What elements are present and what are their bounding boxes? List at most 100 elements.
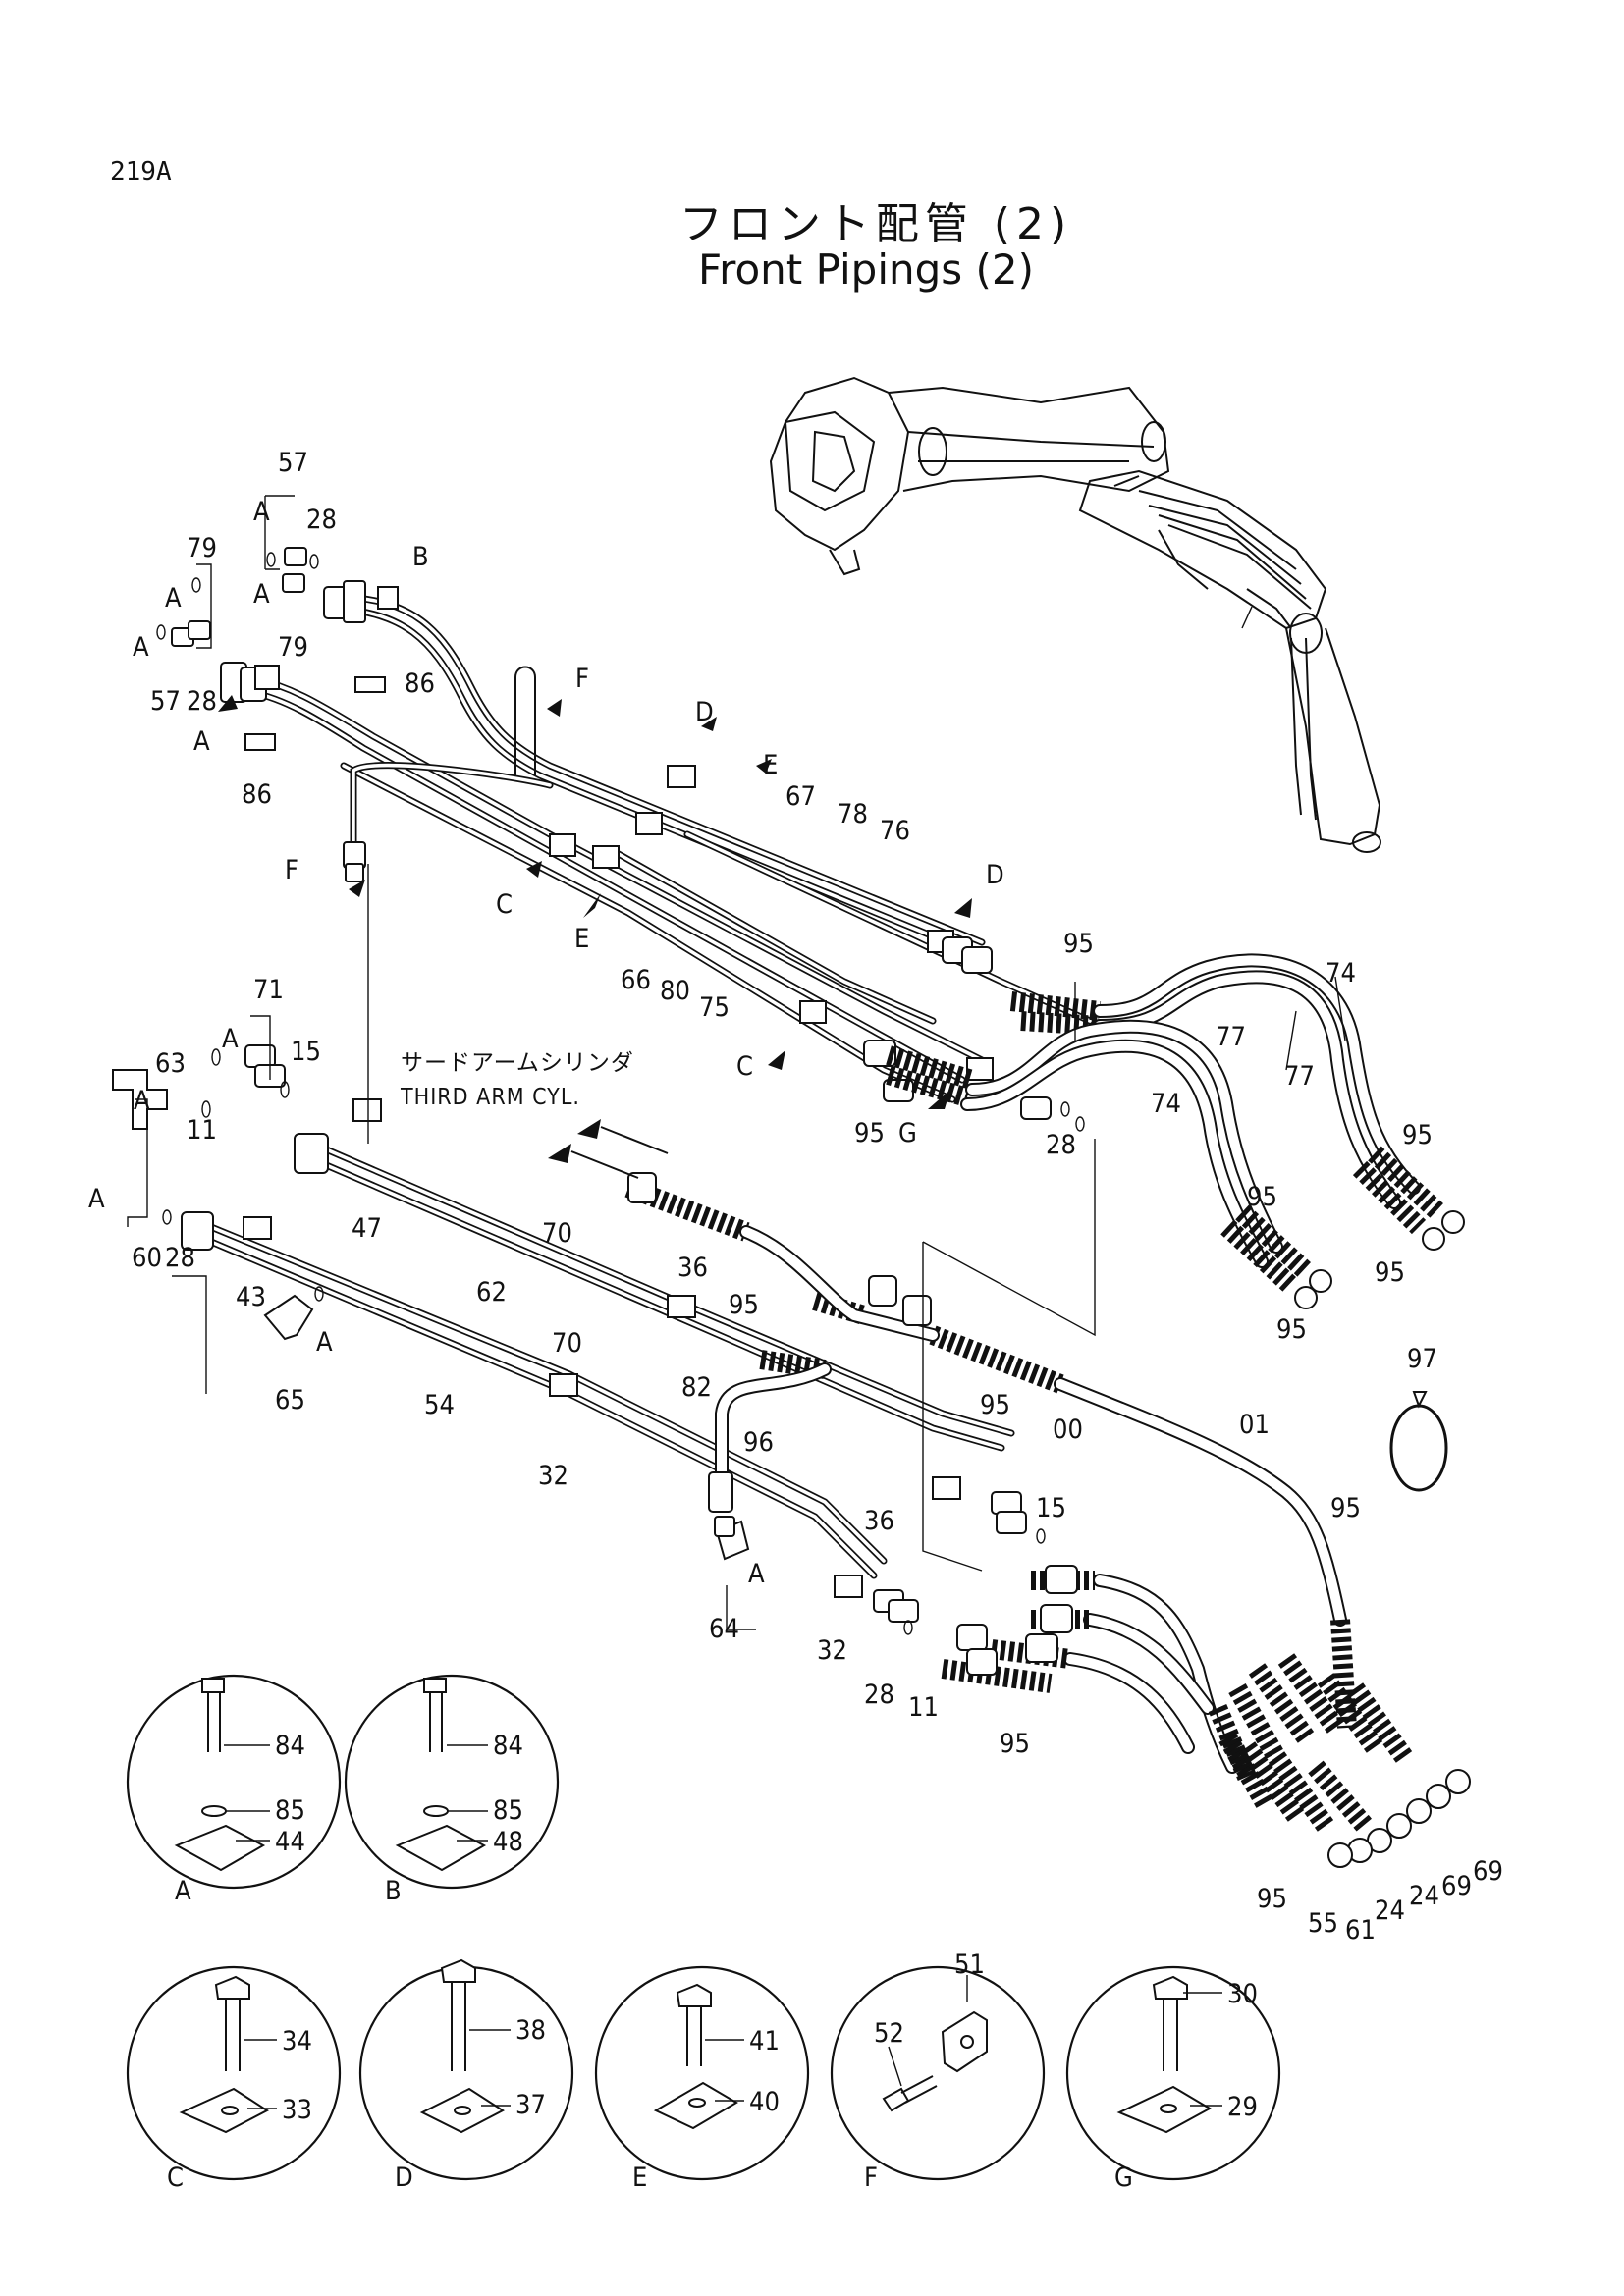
callout-label: C [736,1051,753,1082]
callout-label: 95 [1330,1493,1361,1523]
callout-label: 66 [621,965,651,995]
callout-label: B [412,542,429,572]
callout-label: 75 [699,992,730,1023]
callout-label: 32 [817,1635,847,1666]
detail-part: 41 [749,2026,780,2056]
detail-view-c: 34 33 C [126,1965,342,2193]
detail-view-a: 84 85 44 A [126,1674,342,1906]
callout-label: 95 [729,1290,759,1320]
callout-label: A [316,1327,333,1358]
callout-label: 15 [1036,1493,1066,1523]
callout-label: 11 [187,1115,217,1146]
part-number-labels: 57 A 28 79 B A A 79 A 57 28 86 F D A 86 … [88,448,1503,1946]
callout-label: 57 [278,448,308,478]
excavator-front-attachment-illustration [769,376,1381,853]
detail-view-g: 30 29 G [1065,1965,1281,2193]
callout-label: 71 [253,975,284,1005]
upper-hose-group [886,953,1465,1309]
upper-pipe-group [156,547,1094,1120]
callout-label: A [133,632,149,663]
callout-label: 57 [150,686,181,717]
page-title-japanese: フロント配管 (2) [678,199,1073,249]
callout-label: A [134,1086,150,1116]
callout-label: 54 [424,1390,455,1420]
callout-label: F [285,855,298,885]
callout-label: 61 [1345,1915,1376,1946]
detail-view-d: 38 37 D [358,1958,574,2193]
callout-label: 11 [908,1692,939,1723]
callout-label: 74 [1326,958,1356,988]
callout-label: 01 [1239,1410,1270,1440]
detail-part: 84 [275,1731,305,1761]
callout-label: 65 [275,1385,305,1415]
detail-letter: F [864,2163,878,2193]
detail-view-f: 51 52 F [830,1949,1046,2193]
callout-label: 78 [838,799,868,829]
detail-part: 40 [749,2087,780,2117]
callout-label: 95 [980,1390,1010,1420]
detail-part: 30 [1227,1979,1258,2009]
callout-label: 86 [242,779,272,810]
page-title-english: Front Pipings (2) [698,245,1034,294]
callout-label: 95 [1247,1182,1277,1212]
callout-label: 62 [476,1277,507,1308]
third-arm-cylinder-note: サードアームシリンダ THIRD ARM CYL. [400,1050,634,1110]
detail-part: 84 [493,1731,523,1761]
callout-label: 95 [1402,1120,1433,1150]
detail-letter: D [395,2163,413,2193]
callout-label: 95 [1000,1729,1030,1759]
callout-label: 86 [405,668,435,699]
callout-label: 36 [677,1253,708,1283]
detail-part: 34 [282,2026,312,2056]
callout-label: 00 [1053,1415,1083,1445]
detail-letter: G [1114,2163,1133,2193]
callout-label: 95 [1257,1884,1287,1914]
callout-label: 82 [681,1372,712,1403]
callout-label: 32 [538,1461,568,1491]
detail-part: 33 [282,2095,312,2125]
callout-label: A [748,1559,765,1589]
callout-label: 43 [236,1282,266,1312]
callout-label: 77 [1284,1061,1315,1092]
callout-label: 28 [864,1680,894,1710]
callout-label: 63 [155,1048,186,1079]
callout-label: 60 [132,1243,162,1273]
detail-part: 51 [954,1949,985,1980]
callout-label: 76 [880,816,910,846]
detail-letter: E [632,2163,647,2193]
callout-label: F [575,664,589,694]
detail-part: 85 [275,1795,305,1826]
detail-part: 52 [874,2018,904,2049]
callout-label: A [165,583,182,614]
callout-label: D [695,697,714,727]
callout-label: C [496,889,513,920]
callout-label: 28 [1046,1130,1076,1160]
callout-label: 97 [1407,1344,1437,1374]
callout-label: A [253,497,270,527]
callout-label: D [986,860,1004,890]
callout-label: 95 [1375,1257,1405,1288]
reference-arrows [218,695,972,1179]
callout-label: 28 [165,1243,195,1273]
detail-letter: C [167,2163,184,2193]
note-japanese: サードアームシリンダ [401,1050,634,1076]
callout-leaders [127,495,1346,1630]
callout-label: 64 [709,1614,739,1644]
callout-label: 69 [1473,1856,1503,1887]
callout-label: 70 [542,1218,572,1249]
callout-label: 55 [1308,1908,1338,1939]
detail-part: 44 [275,1827,305,1857]
callout-label: A [193,726,210,757]
detail-part: 48 [493,1827,523,1857]
callout-label: 15 [291,1037,321,1067]
detail-letter: B [385,1876,402,1906]
callout-label: 24 [1409,1881,1439,1911]
callout-label: 47 [352,1213,382,1244]
callout-label: 79 [187,533,217,563]
callout-label: 36 [864,1506,894,1536]
callout-label: 69 [1441,1871,1472,1901]
callout-label: 95 [1063,929,1094,959]
callout-label: 96 [743,1427,774,1458]
callout-label: 95 [854,1118,885,1148]
detail-part: 29 [1227,2092,1258,2122]
